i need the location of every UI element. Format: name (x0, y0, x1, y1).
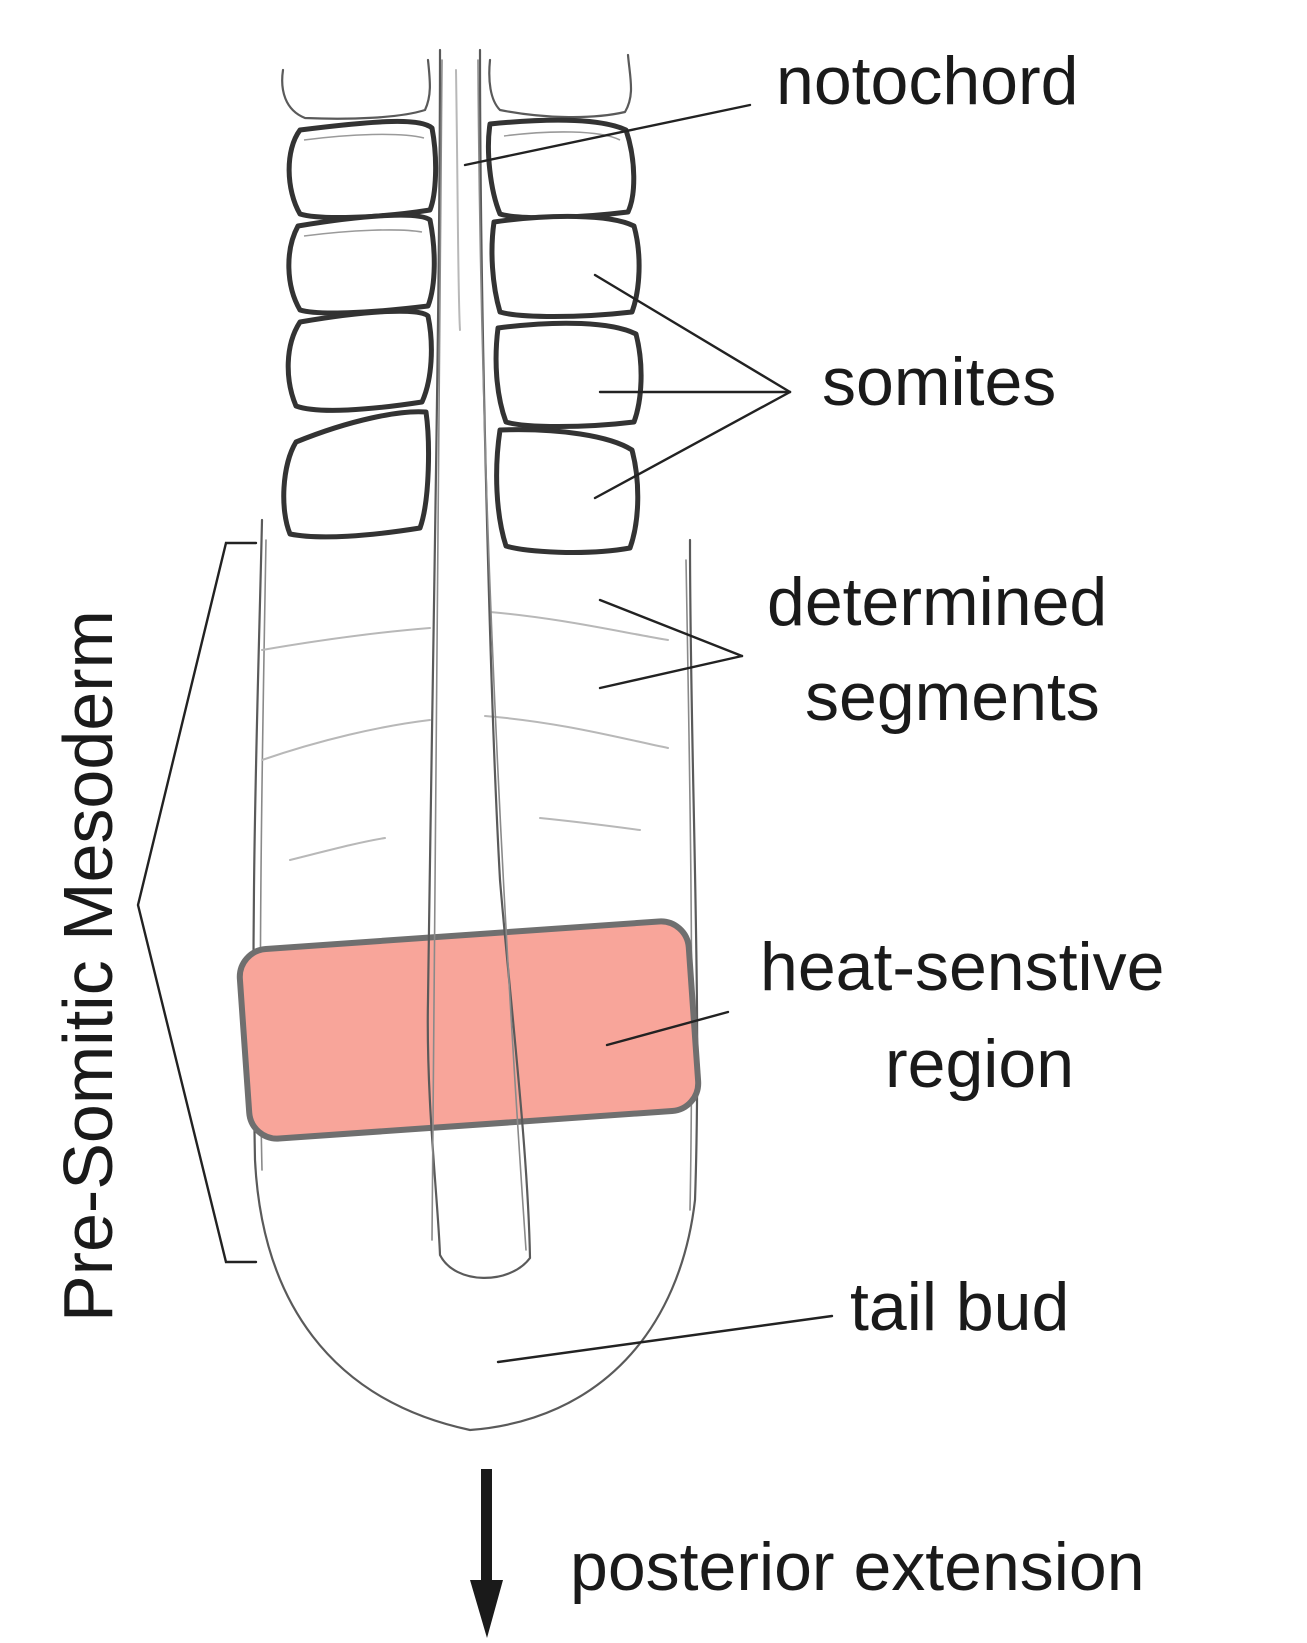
region-label: region (885, 1026, 1074, 1102)
segments-label: segments (805, 659, 1100, 735)
tail-bud-label: tail bud (850, 1269, 1069, 1345)
determined-leader-2 (600, 656, 742, 688)
psm-label: Pre-Somitic Mesoderm (49, 610, 127, 1322)
posterior-extension-label: posterior extension (570, 1529, 1145, 1605)
heat-sensitive-region (238, 920, 700, 1141)
right-somites (488, 120, 641, 552)
determined-leader-1 (600, 600, 742, 656)
notochord-label: notochord (776, 43, 1078, 119)
left-somites (284, 121, 436, 536)
tail-bud-leader (498, 1316, 832, 1362)
posterior-arrow-icon (470, 1469, 503, 1638)
heat-sensitive-label: heat-senstive (760, 929, 1164, 1005)
somites-label: somites (822, 344, 1056, 420)
psm-bracket (138, 543, 256, 1262)
determined-label: determined (767, 564, 1107, 640)
determined-segment-lines (262, 612, 668, 860)
